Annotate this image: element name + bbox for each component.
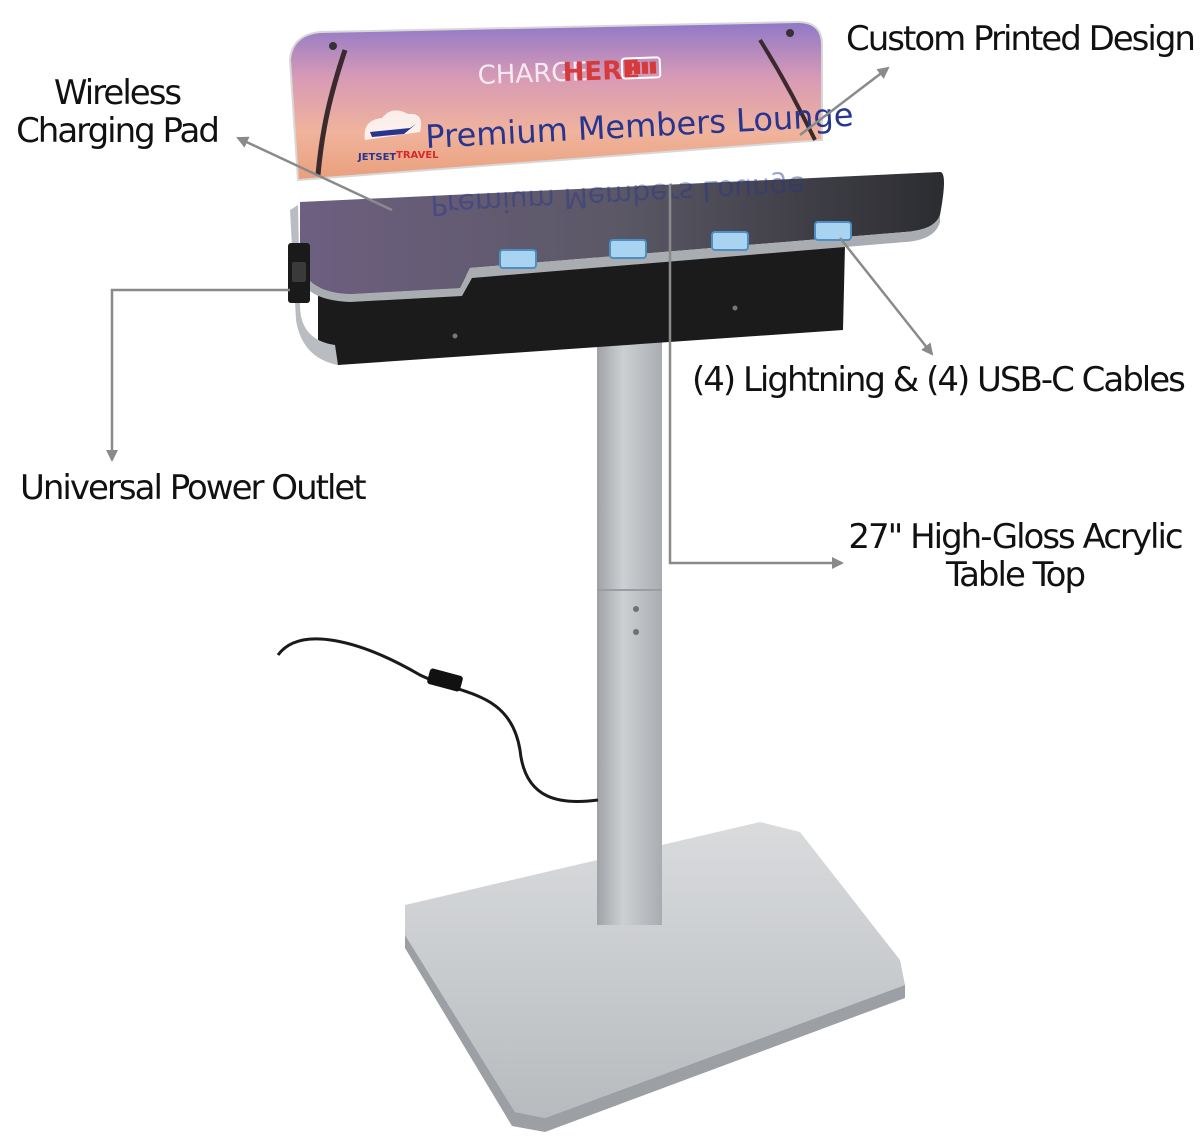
arrow-wireless-charging-pad	[236, 136, 393, 212]
battery-icon	[620, 56, 662, 80]
callout-power-outlet: Universal Power Outlet	[20, 468, 367, 508]
sign-brand-jetset: JETSET	[357, 152, 396, 163]
callout-table-top: 27" High-Gloss Acrylic Table Top	[845, 518, 1185, 594]
callout-cables: (4) Lightning & (4) USB-C Cables	[692, 360, 1186, 400]
sign-brand-travel: TRAVEL	[396, 150, 439, 161]
front-ledge	[318, 245, 845, 365]
power-outlet	[288, 243, 310, 303]
cable-port	[814, 221, 852, 241]
callout-table-top-line2: Table Top	[945, 555, 1086, 596]
callout-arrows	[106, 66, 934, 569]
power-cord	[276, 637, 599, 804]
sign-charge-text: CHARGE	[477, 57, 588, 91]
callout-wireless-line1: Wireless	[53, 73, 182, 113]
callout-wireless-line2: Charging Pad	[16, 111, 220, 152]
cable-port	[711, 231, 749, 251]
arrow-custom-printed-design	[799, 66, 890, 136]
cable-port	[609, 239, 647, 259]
callout-wireless-charging-pad: Wireless Charging Pad	[12, 74, 222, 150]
callout-table-top-line1: 27" High-Gloss Acrylic	[848, 517, 1183, 557]
callout-custom-printed-design: Custom Printed Design	[846, 19, 1196, 59]
arrow-power-outlet	[106, 288, 290, 462]
stand-pole	[597, 255, 662, 925]
cable-port	[499, 249, 537, 269]
arrow-table-top	[668, 185, 844, 569]
cord-connector	[427, 668, 463, 692]
printed-sign: CHARGE HERE Premium Members Lounge JETSE…	[288, 20, 854, 222]
airplane-cloud-logo	[364, 110, 422, 140]
stand-base	[405, 822, 905, 1132]
table-frame	[290, 205, 338, 365]
arrow-cables	[839, 237, 934, 356]
cable-ports	[499, 221, 852, 269]
